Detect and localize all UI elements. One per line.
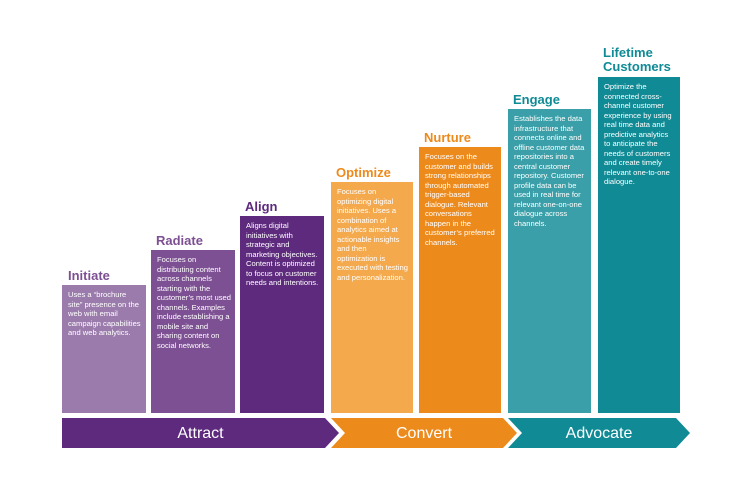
step-box-radiate: Focuses on distributing content across c…	[151, 250, 235, 413]
step-text-initiate: Uses a “brochure site” presence on the w…	[68, 290, 141, 337]
step-text-nurture: Focuses on the customer and builds stron…	[425, 152, 495, 247]
step-box-lifetime-customers: Optimize the connected cross-channel cus…	[598, 77, 680, 413]
phase-convert: Convert	[331, 418, 517, 448]
step-title-align: Align	[245, 199, 278, 214]
step-text-align: Aligns digital initiatives with strategi…	[246, 221, 319, 287]
step-title-radiate: Radiate	[156, 233, 203, 248]
step-box-initiate: Uses a “brochure site” presence on the w…	[62, 285, 146, 413]
step-text-engage: Establishes the data infrastructure that…	[514, 114, 585, 228]
phase-advocate: Advocate	[508, 418, 690, 448]
step-title-optimize: Optimize	[336, 165, 391, 180]
step-box-optimize: Focuses on optimizing digital initiative…	[331, 182, 413, 413]
step-title-initiate: Initiate	[68, 268, 110, 283]
step-text-optimize: Focuses on optimizing digital initiative…	[337, 187, 408, 282]
phase-attract: Attract	[62, 418, 339, 448]
phase-label-attract: Attract	[177, 425, 224, 442]
step-box-nurture: Focuses on the customer and builds stron…	[419, 147, 501, 413]
step-title-engage: Engage	[513, 92, 560, 107]
step-box-align: Aligns digital initiatives with strategi…	[240, 216, 324, 413]
step-text-lifetime-customers: Optimize the connected cross-channel cus…	[604, 82, 672, 186]
phase-label-advocate: Advocate	[565, 425, 633, 442]
step-box-engage: Establishes the data infrastructure that…	[508, 109, 591, 413]
step-title-lifetime-customers: Lifetime Customers	[603, 45, 671, 74]
phase-label-convert: Convert	[395, 425, 453, 442]
step-title-nurture: Nurture	[424, 130, 471, 145]
step-text-radiate: Focuses on distributing content across c…	[157, 255, 231, 350]
